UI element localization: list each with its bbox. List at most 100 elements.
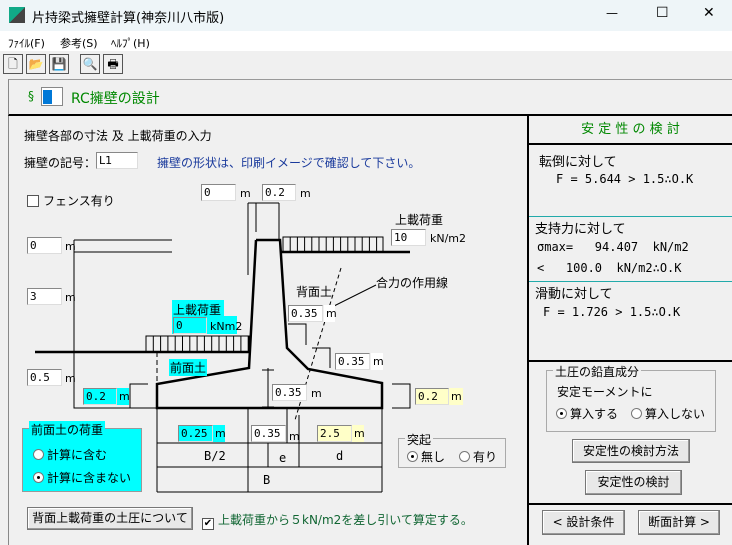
resultant-leader (333, 284, 377, 307)
base-thickness-input[interactable]: 0.35 (272, 384, 307, 401)
back-load-earth-pressure-button[interactable]: 背面上載荷重の土圧について (27, 507, 193, 530)
symbol-input[interactable]: L1 (96, 152, 138, 169)
radio-exclude[interactable]: 計算に含まない (33, 469, 131, 486)
maximize-button[interactable]: ☐ (656, 5, 669, 21)
stability-panel: 安 定 性 の 検 討 転倒に対して F = 5.644 > 1.5∴O.K 支… (527, 116, 732, 545)
embed-input[interactable]: 0.5 (27, 369, 62, 386)
stability-method-button[interactable]: 安定性の検討方法 (572, 439, 690, 463)
table-d: d (336, 449, 344, 463)
close-button[interactable]: ✕ (703, 5, 715, 21)
save-icon[interactable]: 💾 (49, 54, 69, 74)
subtract-load-label: 上載荷重から５kN/m2を差し引いて算定する。 (218, 513, 473, 527)
divider (529, 216, 732, 217)
back-load-input[interactable]: 10 (391, 229, 426, 246)
heel-thickness-input[interactable]: 0.2 (415, 388, 449, 405)
section-header: § 2 RC擁壁の設計 (8, 79, 732, 116)
divider (529, 503, 732, 505)
stability-title: 安 定 性 の 検 討 (529, 116, 732, 145)
stem-bottom-input[interactable]: 0.35 (251, 425, 286, 442)
resultant-line (294, 267, 342, 421)
table-e: e (279, 451, 287, 465)
height-input[interactable]: 3 (27, 288, 62, 305)
radio-label: 算入しない (645, 407, 706, 421)
stem-guide (288, 323, 331, 368)
unit: m (289, 430, 300, 443)
stability-check-button[interactable]: 安定性の検討 (585, 470, 682, 495)
protrusion-group: 突起 無し 有り (398, 431, 506, 468)
right-dim-lines (392, 383, 411, 409)
menu-reference[interactable]: 参考(S) (60, 37, 98, 50)
section-mark: § (28, 89, 34, 103)
shape-note: 擁壁の形状は、印刷イメージで確認して下さい。 (157, 156, 421, 170)
front-soil-label: 前面土 (169, 359, 208, 376)
sliding-label: 滑動に対して (535, 287, 613, 302)
top-offset-input[interactable]: 0 (201, 184, 236, 201)
unit: m (117, 388, 130, 405)
vertical-component-group: 土圧の鉛直成分 安定モーメントに 算入する 算入しない (546, 363, 716, 432)
radio-label: 計算に含まない (47, 471, 132, 485)
left-top-input[interactable]: 0 (27, 237, 62, 254)
stem-base-input[interactable]: 0.35 (335, 353, 370, 370)
left-dim-lines (73, 239, 172, 409)
overturn-label: 転倒に対して (539, 155, 617, 170)
radio-label: 計算に含む (47, 448, 108, 462)
print-preview-icon[interactable]: 🔍 (80, 54, 100, 74)
table-lines (156, 408, 383, 493)
top-guide (247, 202, 280, 275)
overturn-result: F = 5.644 > 1.5∴O.K (556, 172, 694, 186)
window-title: 片持梁式擁壁計算(神奈川八市版) (32, 11, 225, 26)
section-calc-button[interactable]: 断面計算 > (638, 510, 720, 535)
design-conditions-button[interactable]: < 設計条件 (542, 510, 625, 535)
section-title: RC擁壁の設計 (71, 91, 160, 107)
bearing-allowable: < 100.0 kN/m2∴O.K (537, 261, 682, 275)
retaining-wall-diagram (35, 202, 411, 493)
menu-help[interactable]: ﾍﾙﾌﾟ(H) (111, 37, 150, 50)
radio-none[interactable]: 無し (407, 448, 445, 465)
group-title: 前面土の荷重 (29, 421, 106, 438)
symbol-label: 擁壁の記号： (24, 156, 97, 170)
divider (529, 360, 732, 362)
open-folder-icon[interactable]: 📂 (26, 54, 46, 74)
unit: m (213, 425, 226, 442)
front-load-input[interactable]: 0 (173, 317, 207, 334)
printer-icon[interactable]: 🖶 (103, 54, 123, 74)
unit: m (240, 187, 251, 200)
front-load-label: 上載荷重 (172, 300, 225, 318)
menu-bar: ﾌｧｲﾙ(F) 参考(S) ﾍﾙﾌﾟ(H) (0, 31, 732, 51)
unit: m (324, 305, 337, 322)
back-load-label: 上載荷重 (395, 213, 444, 227)
radio-include-moment[interactable]: 算入する (556, 405, 618, 422)
form-heading: 擁壁各部の寸法 及 上載荷重の入力 (24, 129, 212, 143)
bearing-label: 支持力に対して (535, 222, 626, 237)
minimize-button[interactable]: — (606, 6, 618, 20)
unit: m (65, 291, 76, 304)
back-load-unit: kN/m2 (430, 232, 467, 245)
radio-label: 算入する (570, 407, 619, 421)
heel-length-input[interactable]: 2.5 (317, 425, 352, 442)
toe-length-input[interactable]: 0.25 (178, 425, 213, 442)
toe-thickness-input[interactable]: 0.2 (83, 388, 117, 405)
unit: m (65, 372, 76, 385)
sliding-result: F = 1.726 > 1.5∴O.K (543, 305, 681, 319)
group-title: 突起 (405, 431, 434, 448)
table-b-half: B/2 (204, 449, 226, 463)
divider (529, 281, 732, 282)
section-number-highlight (43, 90, 52, 104)
radio-exclude-moment[interactable]: 算入しない (631, 405, 705, 422)
radio-include[interactable]: 計算に含む (33, 446, 107, 463)
subtract-load-checkbox[interactable]: ✔上載荷重から５kN/m2を差し引いて算定する。 (202, 513, 473, 530)
stem-mid-input[interactable]: 0.35 (288, 305, 323, 322)
menu-file[interactable]: ﾌｧｲﾙ(F) (8, 37, 45, 50)
radio-exists[interactable]: 有り (459, 448, 497, 465)
new-file-icon[interactable]: 🗋 (3, 54, 23, 74)
radio-label: 無し (421, 450, 446, 464)
unit: m (65, 240, 76, 253)
table-b: B (263, 473, 271, 487)
title-bar: 片持梁式擁壁計算(神奈川八市版) — ☐ ✕ (0, 0, 732, 31)
wall-outline (155, 238, 384, 410)
front-load-unit: kNm2 (210, 320, 243, 333)
main-panel (8, 116, 527, 545)
resultant-label: 合力の作用線 (376, 276, 449, 290)
top-width-input[interactable]: 0.2 (262, 184, 296, 201)
fence-checkbox[interactable]: フェンス有り (27, 192, 115, 209)
